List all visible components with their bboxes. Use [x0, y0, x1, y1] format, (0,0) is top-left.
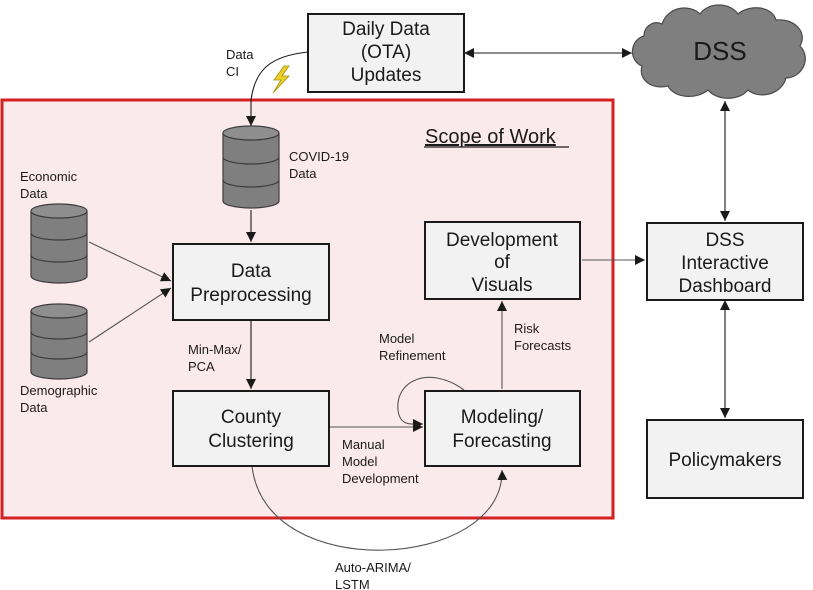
demographic-data-label-1: Demographic — [20, 383, 98, 398]
dashboard-line-1: DSS — [705, 230, 744, 251]
development-of-visuals-box: Development of Visuals — [424, 221, 581, 300]
database-cylinder-icon — [222, 125, 280, 209]
min-max-label-2: PCA — [188, 359, 215, 374]
demographic-data-label-2: Data — [20, 400, 48, 415]
data-preprocessing-box: Data Preprocessing — [172, 243, 330, 321]
scope-of-work-title: Scope of Work — [425, 126, 557, 148]
edge-daily-to-covid — [246, 51, 309, 126]
auto-arima-label-1: Auto-ARIMA/ — [335, 560, 411, 575]
data-ci-label-2: CI — [226, 64, 239, 79]
manual-model-label-3: Development — [342, 471, 419, 486]
policymakers-box: Policymakers — [646, 419, 804, 499]
daily-data-line-1: Daily Data — [342, 19, 430, 40]
cloud-icon — [631, 4, 806, 99]
data-preprocessing-line-2: Preprocessing — [190, 285, 311, 306]
risk-forecasts-label-1: Risk — [514, 321, 540, 336]
economic-database: Economic Data — [20, 169, 88, 284]
modeling-forecasting-box: Modeling/ Forecasting — [424, 390, 581, 467]
policymakers-label: Policymakers — [669, 450, 782, 471]
covid-data-label-1: COVID-19 — [289, 149, 349, 164]
risk-forecasts-label-2: Forecasts — [514, 338, 572, 353]
dss-interactive-dashboard-box: DSS Interactive Dashboard — [646, 222, 804, 301]
daily-data-line-3: Updates — [351, 65, 422, 86]
database-cylinder-icon — [30, 203, 88, 284]
min-max-label-1: Min-Max/ — [188, 342, 242, 357]
visuals-line-2: of — [494, 252, 511, 273]
lightning-bolt-icon — [272, 65, 290, 94]
edge-clustering-to-modeling-auto — [251, 465, 508, 551]
covid-database: COVID-19 Data — [222, 125, 349, 209]
dss-cloud-label: DSS — [693, 36, 746, 66]
database-cylinder-icon — [30, 303, 88, 380]
daily-data-box: Daily Data (OTA) Updates — [307, 13, 465, 93]
economic-data-label-1: Economic — [20, 169, 78, 184]
modeling-line-1: Modeling/ — [461, 407, 544, 428]
edge-economic-to-preprocessing — [88, 241, 172, 282]
economic-data-label-2: Data — [20, 186, 48, 201]
dashboard-line-2: Interactive — [681, 253, 769, 274]
data-ci-label-1: Data — [226, 47, 254, 62]
auto-arima-label-2: LSTM — [335, 577, 370, 590]
visuals-line-3: Visuals — [472, 275, 533, 296]
dashboard-line-3: Dashboard — [679, 276, 772, 297]
data-preprocessing-line-1: Data — [231, 261, 272, 282]
model-refinement-label-1: Model — [379, 331, 415, 346]
daily-data-line-2: (OTA) — [361, 42, 411, 63]
visuals-line-1: Development — [446, 230, 559, 251]
demographic-database: Demographic Data — [20, 303, 98, 415]
model-refinement-label-2: Refinement — [379, 348, 446, 363]
manual-model-label-2: Model — [342, 454, 378, 469]
county-clustering-box: County Clustering — [172, 390, 330, 467]
edge-model-refinement-loop — [397, 376, 465, 430]
edge-demographic-to-preprocessing — [88, 287, 172, 343]
county-clustering-line-2: Clustering — [208, 431, 294, 452]
manual-model-label-1: Manual — [342, 437, 385, 452]
dss-cloud: DSS — [631, 4, 806, 99]
modeling-line-2: Forecasting — [452, 431, 551, 452]
county-clustering-line-1: County — [221, 407, 282, 428]
covid-data-label-2: Data — [289, 166, 317, 181]
